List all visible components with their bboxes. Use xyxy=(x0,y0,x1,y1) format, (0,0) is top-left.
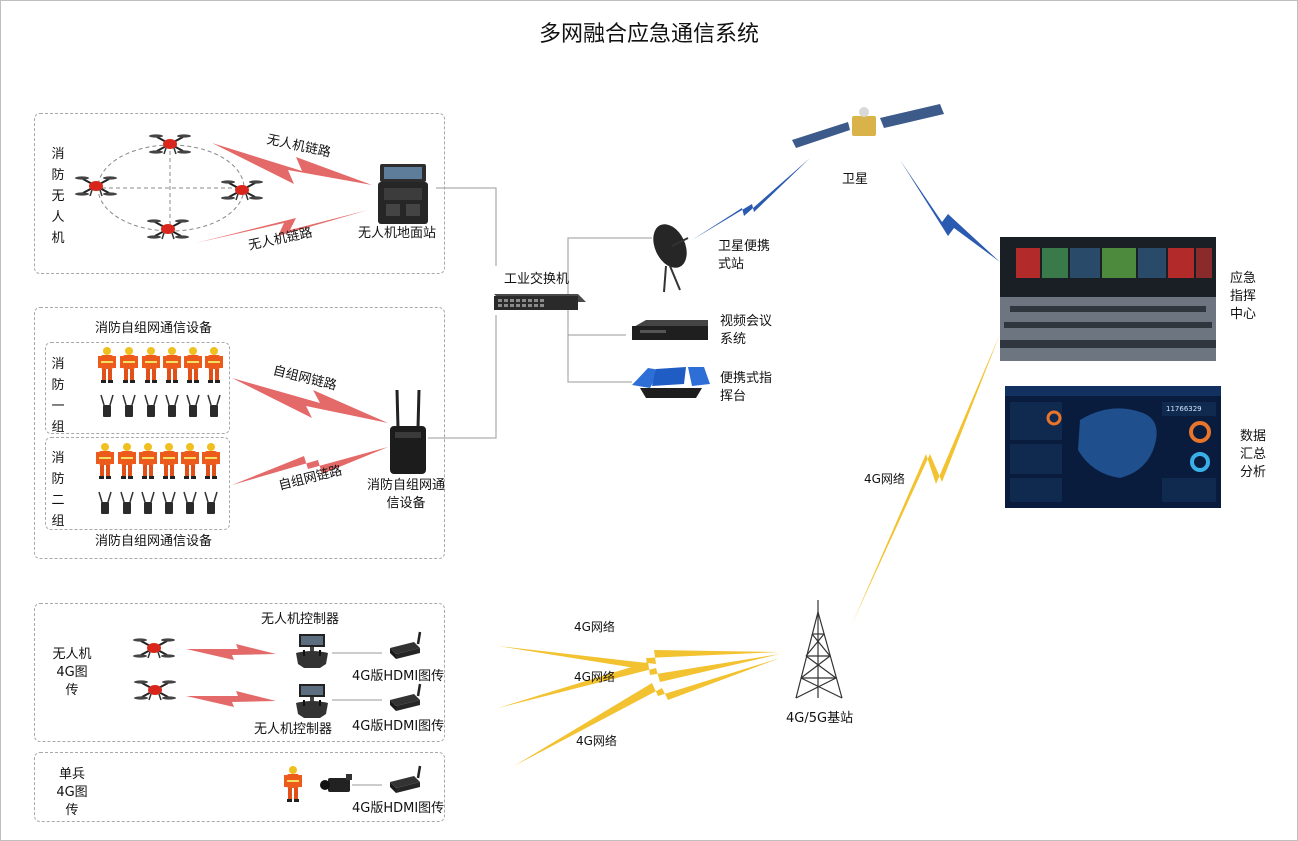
drone-ground-station-icon xyxy=(378,164,428,224)
soldier-4g-label: 单兵4G图传 xyxy=(56,767,88,818)
base-station-tower-icon xyxy=(795,600,843,699)
switch-icon xyxy=(494,294,586,310)
base-station-label: 4G/5G基站 xyxy=(786,711,854,726)
switch-label: 工业交换机 xyxy=(504,272,570,287)
fire-drone-icon xyxy=(146,218,190,240)
adhoc-panel xyxy=(34,307,445,559)
drone-icon xyxy=(133,679,177,701)
wired-connectors xyxy=(428,187,652,439)
4g-link-label-1: 4G网络 xyxy=(574,620,615,634)
adhoc-top-caption: 消防自组网通信设备 xyxy=(95,321,213,336)
hdmi-transmitter-icon xyxy=(388,764,422,795)
hdmi-transmitter-icon xyxy=(388,630,422,661)
data-analysis-label: 数据汇总分析 xyxy=(1240,429,1267,480)
ground-station-label: 无人机地面站 xyxy=(358,226,437,241)
drone-group-label: 消防无人机 xyxy=(51,147,65,246)
controller-label-bottom: 无人机控制器 xyxy=(254,722,333,737)
drone-4g-group-label: 无人机4G图传 xyxy=(52,647,92,698)
hdmi-label-bottom: 4G版HDMI图传 xyxy=(352,719,445,734)
4g-network-vertical-label: 4G网络 xyxy=(864,472,905,486)
soldier-4g-panel xyxy=(34,752,445,822)
video-conference-icon xyxy=(632,320,708,340)
team2-subpanel xyxy=(45,437,230,530)
satellite-station-label: 卫星便携式站 xyxy=(718,239,771,272)
video-conference-label: 视频会议系统 xyxy=(720,314,773,347)
command-center-image xyxy=(1000,237,1216,361)
4g-link-label-3: 4G网络 xyxy=(576,734,617,748)
dashboard-number: 11766329 xyxy=(1166,405,1202,413)
diagram-title: 多网融合应急通信系统 xyxy=(538,22,759,47)
hdmi-transmitter-icon xyxy=(388,682,422,713)
soldier-hdmi-label: 4G版HDMI图传 xyxy=(352,801,445,816)
team2-label: 消防二组 xyxy=(51,451,65,529)
drone-icon xyxy=(132,637,176,659)
wireless-links-red xyxy=(186,143,388,707)
4g-link-label-2: 4G网络 xyxy=(574,670,615,684)
adhoc-device-icon xyxy=(390,389,426,474)
satellite-icon xyxy=(792,104,944,148)
firefighter-icon xyxy=(284,766,302,802)
adhoc-bottom-caption: 消防自组网通信设备 xyxy=(95,534,213,549)
data-dashboard-image xyxy=(1005,386,1221,508)
team1-label: 消防一组 xyxy=(51,357,65,435)
portable-command-label: 便携式指挥台 xyxy=(720,371,773,404)
firefighters-team2 xyxy=(96,443,220,515)
drone-controller-icon xyxy=(295,683,329,719)
camcorder-icon xyxy=(320,774,352,792)
command-center-label: 应急指挥中心 xyxy=(1230,271,1257,322)
controller-label-top: 无人机控制器 xyxy=(261,612,340,627)
team1-subpanel xyxy=(45,342,230,434)
drone-4g-panel xyxy=(34,603,445,742)
satellite-dish-icon xyxy=(653,224,689,293)
portable-console-icon xyxy=(632,367,710,398)
drone-controller-icon xyxy=(295,633,329,669)
drone-panel xyxy=(34,113,445,274)
4g-links xyxy=(498,334,1000,766)
satellite-label: 卫星 xyxy=(842,172,869,187)
adhoc-device-label: 消防自组网通信设备 xyxy=(366,478,445,511)
fire-drone-icon xyxy=(74,175,118,197)
hdmi-label-top: 4G版HDMI图传 xyxy=(352,669,445,684)
firefighters-team1 xyxy=(98,347,223,418)
